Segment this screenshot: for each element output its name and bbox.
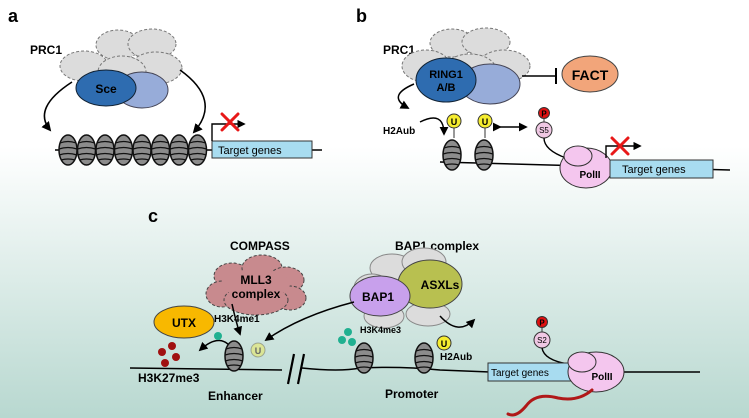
panel-c-enhancer-ub-icon: [250, 342, 266, 358]
panel-a-left-arrow: [41, 81, 73, 132]
panel-a-sce-subunit: [75, 69, 137, 107]
panel-c-compass-title: COMPASS: [230, 239, 290, 253]
panel-c-promoter-label: Promoter: [385, 387, 439, 401]
panel-a-prc1-complex: Sce: [59, 28, 183, 109]
panel-c-asxls-label: ASXLs: [421, 278, 460, 292]
panel-b-ub-1-label: U: [451, 117, 458, 127]
panel-c-utx: [153, 305, 215, 339]
panel-c-mll3-arrow: [231, 303, 242, 336]
panel-b-gene-box: [609, 159, 714, 179]
panel-c-bap1-complex: ASXLs BAP1: [349, 247, 463, 329]
panel-c: c COMPASS BAP1 complex MLL3 complex ASXL…: [129, 206, 700, 417]
panel-a-nucleosome: [169, 134, 189, 166]
panel-a-block-cross-icon: [220, 112, 240, 132]
panel-c-h3k4me1-dot: [214, 332, 222, 340]
panel-a-nucleosome: [187, 134, 208, 166]
panel-c-h3k4me3-label: H3K4me3: [360, 325, 401, 335]
panel-b-ab-label: A/B: [437, 82, 456, 94]
panel-c-polII-label: PolII: [591, 372, 612, 383]
panel-b-phospho-label: P: [541, 110, 547, 119]
panel-b-nucleosome-2: [474, 139, 494, 171]
panel-c-promoter-nucleosome-1: [354, 342, 374, 374]
panel-b-fact-label: FACT: [572, 67, 609, 83]
panel-b-polII-label: PolII: [579, 170, 600, 181]
panel-c-bap1-to-enhancer-arrow: [264, 301, 355, 342]
panel-c-h3k4me3-dots: [338, 328, 356, 346]
panel-b-letter: b: [356, 6, 367, 26]
panel-a-nucleosome: [132, 134, 152, 166]
panel-c-phospho-label: P: [539, 319, 545, 328]
panel-c-mll3-label: MLL3: [240, 273, 272, 287]
panel-a-right-arrow: [179, 69, 206, 134]
panel-b: b PRC1 RING1 A/B FACT H2Aub U U: [356, 6, 731, 189]
panel-b-h2aub-arrow: [419, 117, 449, 136]
panel-b-gene-label: Target genes: [622, 164, 686, 176]
panel-b-ring1-label: RING1: [429, 69, 463, 81]
panel-c-bap1-label: BAP1: [362, 290, 394, 304]
panel-a-gene-box: [211, 140, 313, 159]
panel-a-gene-label: Target genes: [218, 145, 282, 157]
panel-b-ring1-subunit: [415, 57, 477, 103]
panel-c-complex-label: complex: [232, 287, 281, 301]
panel-c-bap1-subunit: [349, 275, 411, 317]
panel-c-asxl-arrow: [439, 315, 476, 329]
panel-b-curl-arrow: [397, 83, 415, 109]
panel-b-phospho-icon: [538, 107, 550, 119]
panel-b-ub-2-label: U: [482, 117, 489, 127]
panel-c-h3k4me1-label: H3K4me1: [214, 314, 260, 325]
panel-c-enhancer-ub-label: U: [255, 346, 262, 356]
panel-b-ub-2-icon: [477, 113, 493, 129]
panel-b-nucleosome-1: [442, 139, 462, 171]
panel-a-nucleosome: [150, 134, 171, 166]
panel-a-prc1-label: PRC1: [30, 43, 62, 57]
panel-c-phospho-icon: [536, 316, 548, 328]
panel-b-serine-label: S5: [539, 126, 549, 135]
panel-c-gene-label: Target genes: [491, 368, 549, 379]
panel-c-promoter-ub-label: U: [441, 339, 448, 349]
panel-c-break-mark: [286, 353, 306, 385]
panel-c-letter: c: [148, 206, 158, 226]
panel-c-serine-label: S2: [537, 336, 547, 345]
panel-c-h3k27me3-label: H3K27me3: [138, 371, 200, 385]
panel-c-mll3-complex: [205, 254, 307, 316]
panel-b-ctd-tail: [543, 137, 567, 159]
panel-b-prc1-label: PRC1: [383, 43, 415, 57]
panel-b-fact-complex: [561, 55, 619, 93]
panel-b-prc1-complex: RING1 A/B: [401, 27, 531, 105]
panel-a-nucleosome: [76, 134, 97, 166]
panel-c-enhancer-nucleosome: [224, 340, 244, 372]
panel-c-nascent-rna: [506, 388, 594, 417]
panel-c-promoter-ub-icon: [436, 335, 452, 351]
panel-c-h3k27me3-dots: [158, 342, 180, 367]
panel-a: a PRC1 Sce Target genes: [8, 6, 322, 166]
panel-a-letter: a: [8, 6, 19, 26]
panel-a-nucleosome: [113, 134, 134, 166]
panel-b-tss-arrow: [605, 141, 642, 158]
panel-b-block-cross-icon: [610, 136, 630, 156]
panel-c-enhancer-label: Enhancer: [208, 389, 263, 403]
panel-a-sce-label: Sce: [95, 82, 117, 96]
panel-c-promoter-nucleosome-2: [414, 342, 434, 374]
panel-b-h2aub-label: H2Aub: [383, 126, 415, 137]
panel-c-utx-label: UTX: [172, 316, 196, 330]
panel-a-nucleosome: [95, 134, 115, 166]
panel-b-ub-1-icon: [446, 113, 462, 129]
panel-a-nucleosome: [58, 134, 78, 166]
panel-c-h2aub-label: H2Aub: [440, 352, 472, 363]
